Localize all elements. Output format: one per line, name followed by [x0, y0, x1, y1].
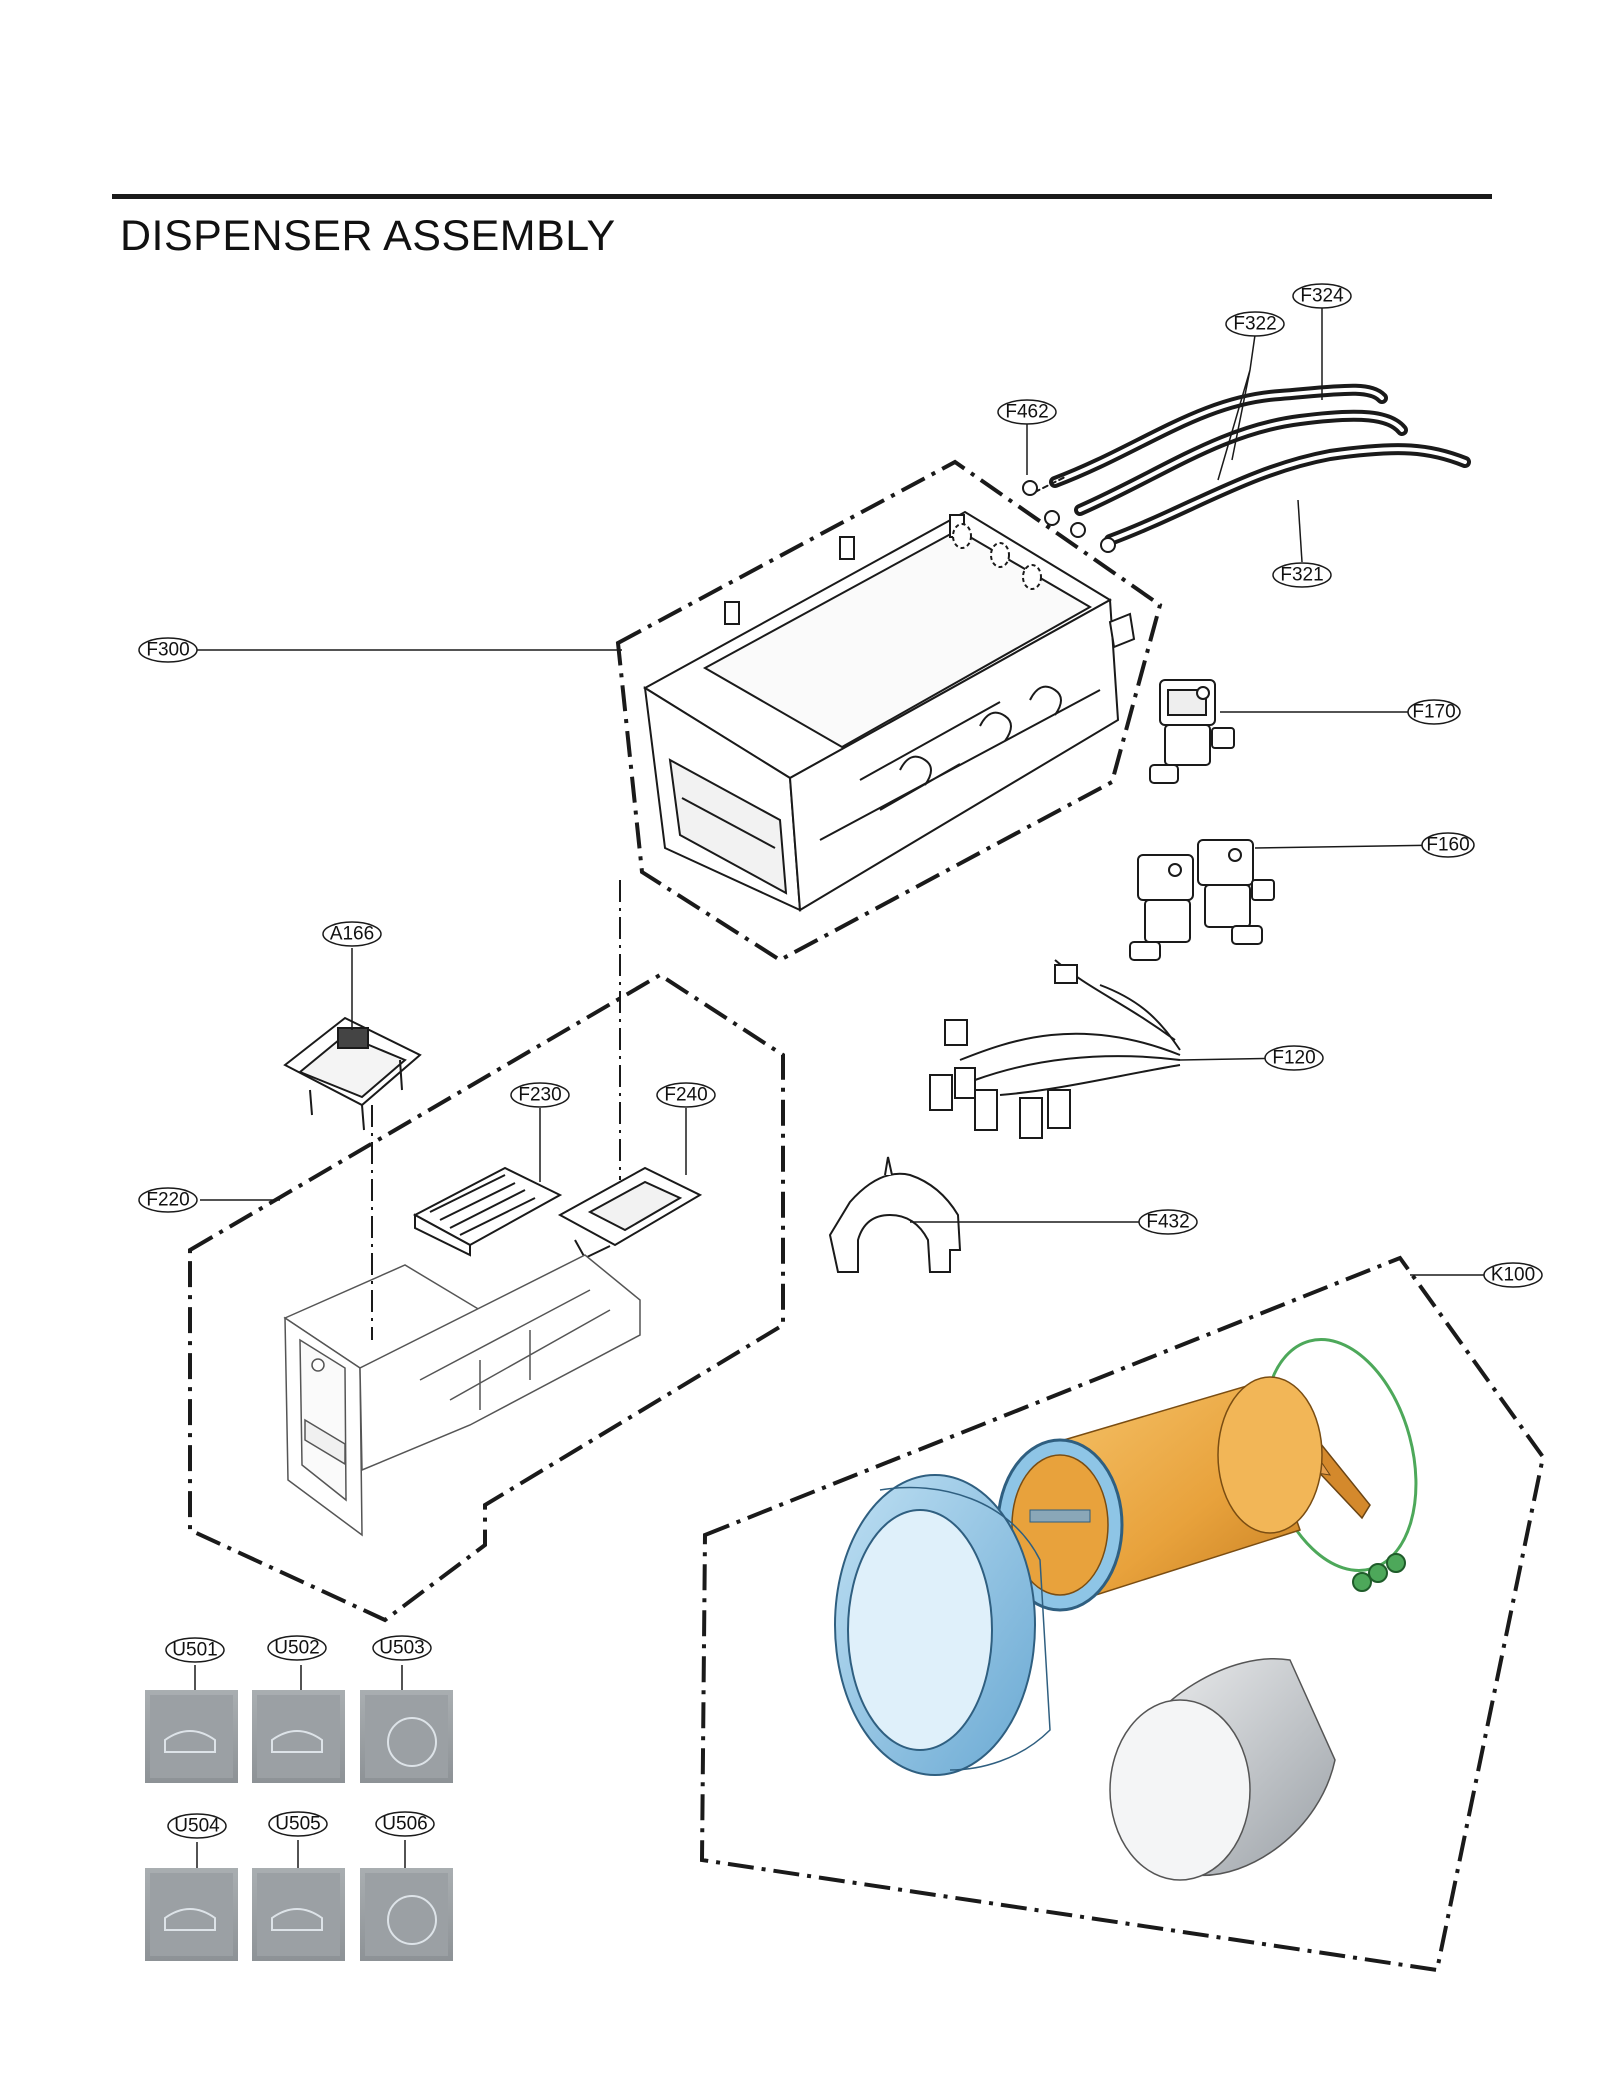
dispenser-group-outline: [615, 459, 1163, 963]
drawer-group-outline: [188, 972, 785, 1623]
product-box-icon: [145, 1690, 453, 1961]
svg-text:F432: F432: [1146, 1212, 1189, 1233]
double-water-valve-icon: [1129, 839, 1275, 961]
callout-F322: F322: [1225, 311, 1285, 337]
callout-U506: U506: [375, 1811, 435, 1837]
svg-text:F170: F170: [1412, 702, 1455, 723]
svg-text:F324: F324: [1300, 286, 1344, 307]
svg-text:U504: U504: [174, 1816, 220, 1837]
bleach-cover-icon: [557, 1166, 703, 1260]
svg-text:A166: A166: [330, 924, 374, 945]
callout-F220: F220: [138, 1187, 198, 1213]
callout-layer: F324 F322 F462 F321 F300 F170 F160 A166 …: [138, 283, 1543, 1839]
svg-text:U505: U505: [275, 1814, 320, 1835]
detergent-cup-icon: [283, 1016, 422, 1131]
svg-text:U502: U502: [274, 1638, 319, 1659]
drum-kit-icon: [834, 1338, 1418, 1881]
hose-icon: [1034, 383, 1471, 546]
callout-F300: F300: [138, 637, 198, 663]
svg-text:F322: F322: [1233, 314, 1276, 335]
callout-U501: U501: [165, 1637, 225, 1663]
title-rule: [112, 194, 1492, 199]
group-outlines: [188, 459, 1546, 1973]
water-valve-icon: [1149, 679, 1235, 784]
callout-F324: F324: [1292, 283, 1352, 309]
svg-text:F220: F220: [146, 1190, 189, 1211]
callout-F120: F120: [1264, 1045, 1324, 1071]
leader-lines: [194, 307, 1487, 1868]
callout-F170: F170: [1407, 699, 1461, 725]
callout-F321: F321: [1272, 562, 1332, 588]
svg-text:F321: F321: [1280, 565, 1323, 586]
svg-text:F240: F240: [664, 1085, 707, 1106]
svg-text:F230: F230: [518, 1085, 561, 1106]
callout-U504: U504: [167, 1813, 227, 1839]
callout-U505: U505: [268, 1811, 328, 1837]
wire-harness-icon: [929, 959, 1181, 1139]
softener-cover-icon: [412, 1166, 563, 1257]
dispenser-drawer-icon: [283, 1254, 641, 1537]
callout-K100: K100: [1483, 1262, 1543, 1288]
bracket-icon: [828, 1156, 962, 1273]
callout-U502: U502: [267, 1635, 327, 1661]
svg-text:F160: F160: [1426, 835, 1469, 856]
callout-A166: A166: [322, 921, 382, 947]
svg-text:F462: F462: [1005, 402, 1048, 423]
callout-F462: F462: [997, 399, 1057, 425]
svg-text:K100: K100: [1491, 1265, 1535, 1286]
svg-text:F300: F300: [146, 640, 189, 661]
svg-text:F120: F120: [1272, 1048, 1315, 1069]
callout-F160: F160: [1421, 832, 1475, 858]
callout-U503: U503: [372, 1635, 432, 1661]
svg-text:U503: U503: [379, 1638, 424, 1659]
assembly-axes: [371, 880, 621, 1340]
callout-F432: F432: [1138, 1209, 1198, 1235]
svg-text:U501: U501: [172, 1640, 217, 1661]
callout-F230: F230: [510, 1082, 570, 1108]
svg-text:U506: U506: [382, 1814, 427, 1835]
dispenser-housing-icon: [643, 510, 1136, 912]
page-title: DISPENSER ASSEMBLY: [120, 212, 616, 260]
drum-kit-group-outline: [699, 1255, 1546, 1973]
hose-clamp-icon: [1022, 480, 1116, 553]
callout-F240: F240: [656, 1082, 716, 1108]
